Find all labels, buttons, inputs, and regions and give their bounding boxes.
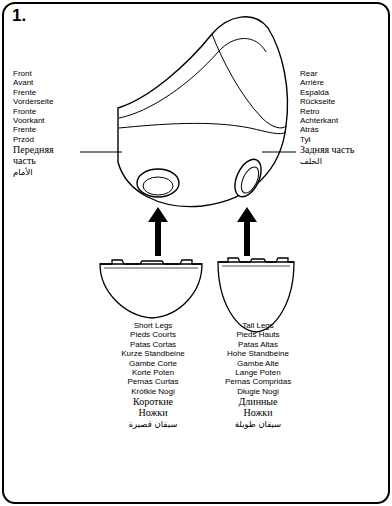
front-label: Передняя часть: [13, 144, 75, 166]
short-legs-label: Patas Cortas: [103, 340, 203, 349]
rear-label: Retro: [300, 107, 385, 116]
rear-label: Arrière: [300, 78, 385, 87]
label-group: Short LegsPieds CourtsPatas CortasKurze …: [103, 321, 203, 430]
short-legs-label: Krótkie Nogi: [103, 387, 203, 396]
tall-legs-label: Gambe Alte: [208, 359, 308, 368]
front-label: Fronte: [13, 107, 77, 116]
front-label: Frente: [13, 125, 77, 134]
tall-legs-label: Pieds Hauts: [208, 330, 308, 339]
tall-legs-label: سيقان طويلة: [208, 418, 308, 430]
rear-label: الخلف: [300, 155, 385, 167]
label-group: FrontAvantFrenteVorderseiteFronteVoorkan…: [13, 69, 77, 178]
tall-legs-label: Długie Nogi: [208, 387, 308, 396]
tall-legs-label: Hohe Standbeine: [208, 349, 308, 358]
step-number: 1.: [12, 6, 52, 26]
front-label: Frente: [13, 88, 77, 97]
front-label: Avant: [13, 78, 77, 87]
up-arrow: [148, 207, 168, 256]
up-arrow: [237, 207, 257, 256]
front-label: Przód: [13, 135, 77, 144]
leader-line: [262, 152, 296, 153]
tall-leg: [218, 258, 294, 332]
front-label: الأمام: [13, 166, 77, 178]
short-legs-label: Pieds Courts: [103, 330, 203, 339]
short-legs-label: Kurze Standbeine: [103, 349, 203, 358]
label-group: 1.: [12, 6, 52, 26]
tall-legs-label: Patas Altas: [208, 340, 308, 349]
tall-legs-label: Tall Legs: [208, 321, 308, 330]
label-group: Tall LegsPieds HautsPatas AltasHohe Stan…: [208, 321, 308, 430]
short-legs-label: Short Legs: [103, 321, 203, 330]
short-legs-label: Короткие Ножки: [122, 396, 184, 418]
front-label: Front: [13, 69, 77, 78]
rear-label: Achterkant: [300, 116, 385, 125]
short-leg: [100, 260, 202, 318]
tall-legs-label: Lange Poten: [208, 368, 308, 377]
short-legs-label: Korte Poten: [103, 368, 203, 377]
frame-border: [3, 3, 389, 503]
tall-legs-label: Длинные Ножки: [227, 396, 289, 418]
rear-label: Tył: [300, 135, 385, 144]
rear-label: Rückseite: [300, 97, 385, 106]
rear-label: Rear: [300, 69, 385, 78]
tall-legs-label: Pernas Compridas: [208, 377, 308, 386]
short-legs-label: سيقان قصيرة: [103, 418, 203, 430]
leader-line: [80, 152, 122, 153]
front-label: Voorkant: [13, 116, 77, 125]
front-label: Vorderseite: [13, 97, 77, 106]
rear-label: Espalda: [300, 88, 385, 97]
rear-label: Задняя часть: [300, 144, 362, 155]
short-legs-label: Pernas Curtas: [103, 377, 203, 386]
seat-body: [118, 17, 287, 207]
label-group: RearArrièreEspaldaRückseiteRetroAchterka…: [300, 69, 385, 167]
rear-label: Atrás: [300, 125, 385, 134]
short-legs-label: Gambe Corte: [103, 359, 203, 368]
